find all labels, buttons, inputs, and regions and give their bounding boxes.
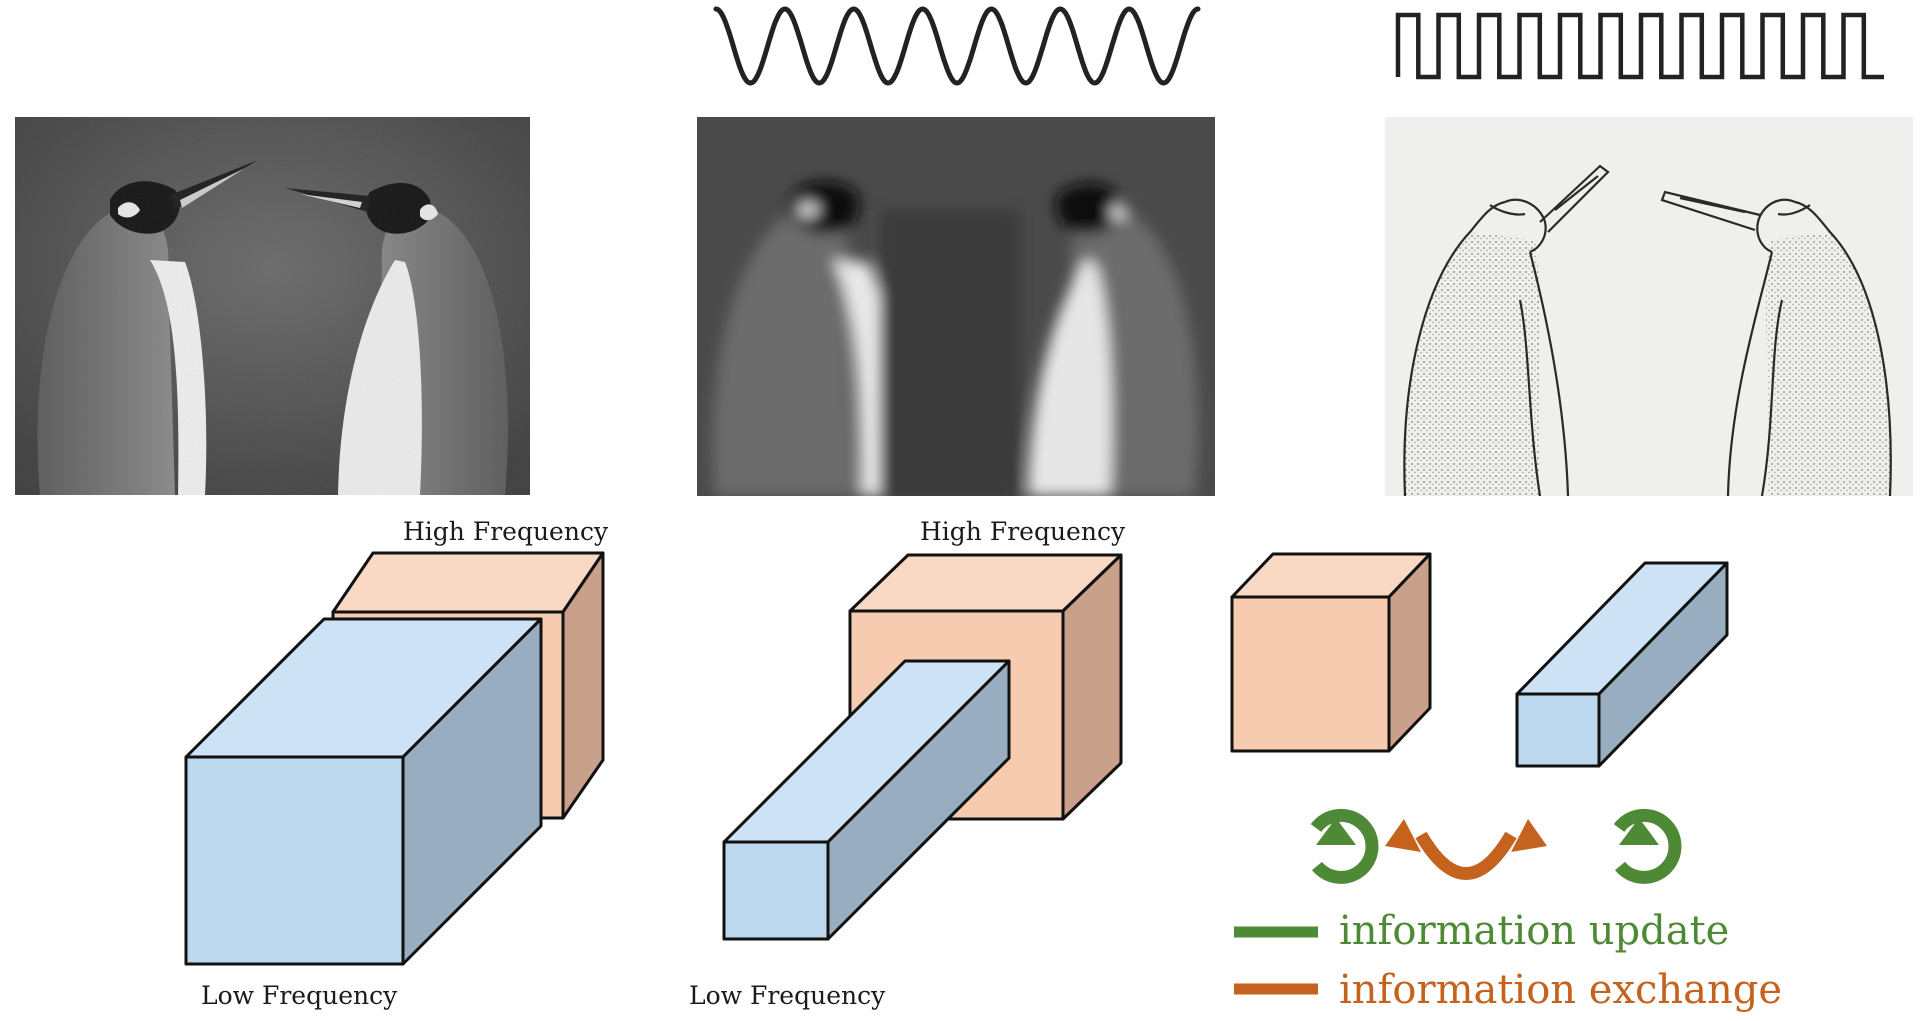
legend-update-label: information update bbox=[1339, 908, 1729, 954]
low-frequency-label-1: Low Frequency bbox=[201, 981, 398, 1010]
legend-exchange-label: information exchange bbox=[1339, 967, 1782, 1013]
curved-double-arrow-icon bbox=[1385, 819, 1547, 880]
high-frequency-label-1: High Frequency bbox=[403, 517, 609, 546]
original-image bbox=[15, 117, 530, 495]
high-frequency-label-2: High Frequency bbox=[920, 517, 1126, 546]
cube-group-separate bbox=[1230, 552, 1729, 768]
circular-arrow-icon-2 bbox=[1613, 808, 1682, 884]
high-frequency-image bbox=[1385, 117, 1913, 496]
low-frequency-cube bbox=[184, 617, 543, 966]
square-wave-icon bbox=[1395, 12, 1884, 80]
sine-wave-icon bbox=[713, 6, 1201, 86]
cube-group-nested bbox=[722, 553, 1123, 941]
low-frequency-bar-3 bbox=[1515, 561, 1729, 768]
high-frequency-cube-3 bbox=[1230, 552, 1432, 753]
circular-arrow-icon bbox=[1310, 808, 1379, 884]
low-frequency-image bbox=[697, 117, 1215, 496]
low-frequency-bar bbox=[722, 659, 1011, 941]
legend: information update information exchange bbox=[1234, 908, 1782, 1013]
low-frequency-label-2: Low Frequency bbox=[689, 981, 886, 1010]
cube-group-stacked bbox=[184, 551, 605, 966]
